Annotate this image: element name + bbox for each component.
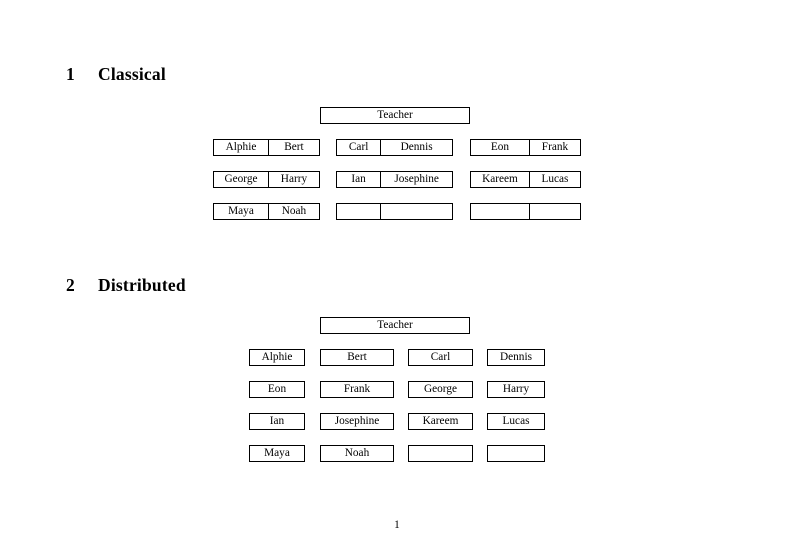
student-cell: Frank	[528, 140, 580, 155]
student-box-empty	[487, 445, 545, 462]
page-number: 1	[394, 519, 400, 531]
student-box: Lucas	[487, 413, 545, 430]
student-cell: Alphie	[225, 141, 257, 153]
section-number: 2	[66, 275, 75, 295]
student-cell: Dennis	[380, 140, 452, 155]
student-pair-group: Kareem Lucas	[470, 171, 581, 188]
student-pair-group: Alphie Bert	[213, 139, 320, 156]
student-pair-group: Carl Dennis	[336, 139, 453, 156]
student-pair-group: Eon Frank	[470, 139, 581, 156]
student-cell: Lucas	[528, 172, 580, 187]
student-box: Noah	[320, 445, 394, 462]
student-cell: Carl	[348, 141, 369, 153]
teacher-box-distributed: Teacher	[320, 317, 470, 334]
student-box: Carl	[408, 349, 473, 366]
student-box: Eon	[249, 381, 305, 398]
student-pair-group: Maya Noah	[213, 203, 320, 220]
student-pair-group: Ian Josephine	[336, 171, 453, 188]
student-cell-empty	[528, 204, 580, 219]
section-title: Classical	[98, 64, 166, 84]
student-box: Maya	[249, 445, 305, 462]
student-box: Kareem	[408, 413, 473, 430]
teacher-box-classical: Teacher	[320, 107, 470, 124]
student-box: Dennis	[487, 349, 545, 366]
section-number: 1	[66, 64, 75, 84]
student-pair-group-empty	[336, 203, 453, 220]
section-heading-distributed: 2 Distributed	[66, 275, 186, 296]
student-cell-empty	[380, 204, 452, 219]
student-box: Alphie	[249, 349, 305, 366]
student-pair-group: George Harry	[213, 171, 320, 188]
student-box: Harry	[487, 381, 545, 398]
section-heading-classical: 1 Classical	[66, 64, 166, 85]
student-cell: Noah	[267, 204, 319, 219]
section-title: Distributed	[98, 275, 186, 295]
student-box-empty	[408, 445, 473, 462]
student-box: Josephine	[320, 413, 394, 430]
student-cell-empty	[337, 204, 380, 219]
student-box: Bert	[320, 349, 394, 366]
student-cell: Harry	[267, 172, 319, 187]
student-cell: George	[224, 173, 258, 185]
student-box: Ian	[249, 413, 305, 430]
student-cell: Kareem	[482, 173, 518, 185]
student-cell: Ian	[351, 173, 366, 185]
student-box: George	[408, 381, 473, 398]
student-cell: Josephine	[380, 172, 452, 187]
student-cell: Bert	[267, 140, 319, 155]
student-cell: Maya	[228, 205, 254, 217]
student-cell: Eon	[490, 141, 510, 153]
student-cell-empty	[471, 204, 529, 219]
student-box: Frank	[320, 381, 394, 398]
student-pair-group-empty	[470, 203, 581, 220]
